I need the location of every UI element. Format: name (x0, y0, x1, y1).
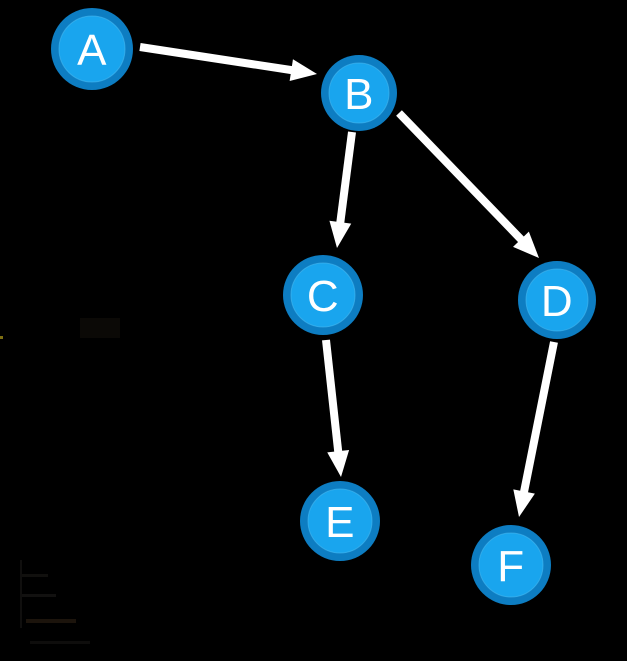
node-E[interactable]: E (300, 481, 380, 561)
node-body-A (58, 15, 126, 83)
node-label-F: F (497, 542, 524, 591)
edge-line-D-F (519, 341, 558, 495)
edge-line-C-E (322, 339, 343, 454)
node-body-D (525, 268, 589, 332)
arrowhead-icon (289, 59, 317, 81)
node-body-F (478, 532, 544, 598)
node-B[interactable]: B (321, 55, 397, 131)
node-C[interactable]: C (283, 255, 363, 335)
node-A[interactable]: A (51, 8, 133, 90)
node-label-D: D (541, 277, 573, 326)
node-label-B: B (344, 70, 374, 119)
arrowhead-icon (329, 220, 352, 248)
edge-D-F (513, 341, 558, 517)
node-F[interactable]: F (471, 525, 551, 605)
edge-line-B-D (396, 110, 526, 244)
arrowhead-icon (513, 231, 539, 258)
arrowhead-icon (327, 449, 350, 477)
node-body-B (328, 62, 390, 124)
edge-B-C (329, 131, 356, 248)
node-body-C (290, 262, 356, 328)
node-D[interactable]: D (518, 261, 596, 339)
node-label-E: E (325, 498, 355, 547)
node-label-C: C (307, 272, 339, 321)
arrowhead-icon (513, 489, 535, 517)
edge-line-B-C (336, 131, 356, 225)
edge-line-A-B (139, 43, 294, 75)
node-body-E (307, 488, 373, 554)
node-label-A: A (77, 26, 107, 75)
edge-A-B (139, 43, 317, 81)
edge-B-D (396, 110, 539, 258)
edge-C-E (322, 339, 350, 477)
